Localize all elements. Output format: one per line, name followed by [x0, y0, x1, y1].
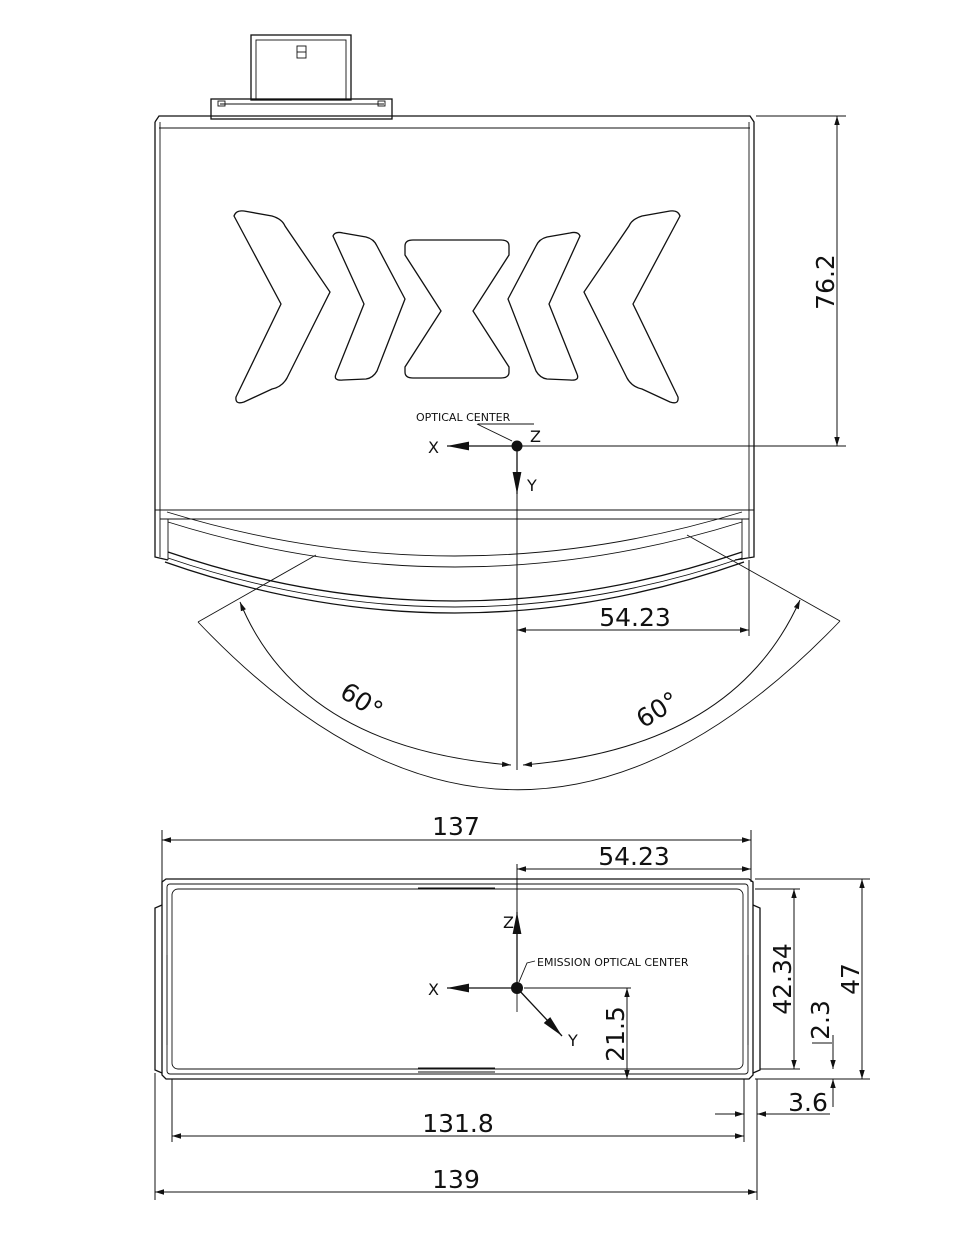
angle-left-label: 60° [335, 677, 388, 725]
axis-y-label: Y [526, 476, 537, 495]
optical-center-marker: OPTICAL CENTER X Y Z [416, 411, 541, 495]
front-view: 137 54.23 [154, 812, 870, 1200]
dimension-139: 139 [154, 1073, 757, 1200]
housing-body [154, 115, 755, 614]
dimension-76-2-label: 76.2 [811, 254, 840, 310]
axis-z-label: Z [530, 427, 541, 446]
field-of-view: 60° 60° [197, 534, 841, 791]
dimension-42-34: 42.34 [755, 888, 800, 1070]
dimension-137-label: 137 [432, 812, 480, 841]
front-axis-y-label: Y [567, 1031, 578, 1050]
dimension-54-23-top-label: 54.23 [599, 603, 671, 632]
dimension-76-2: 76.2 [522, 115, 846, 447]
dimension-21-5: 21.5 [601, 988, 630, 1079]
dimension-131-8-label: 131.8 [422, 1109, 494, 1138]
emission-center-label: EMISSION OPTICAL CENTER [537, 956, 689, 969]
front-axis-x-label: X [428, 980, 439, 999]
top-view: OPTICAL CENTER X Y Z 76.2 54.23 60° [154, 34, 846, 791]
dimension-2-3: 2.3 [806, 1000, 836, 1107]
optical-center-label: OPTICAL CENTER [416, 411, 511, 424]
dimension-131-8: 131.8 [171, 1079, 744, 1142]
dimension-3-6: 3.6 [715, 1079, 830, 1200]
dimension-21-5-label: 21.5 [601, 1006, 630, 1062]
dimension-42-34-label: 42.34 [768, 943, 797, 1015]
dimension-54-23-front: 54.23 [516, 842, 752, 978]
dimension-3-6-label: 3.6 [788, 1088, 828, 1117]
dimension-54-23-front-label: 54.23 [598, 842, 670, 871]
decorative-chevrons [233, 210, 681, 404]
dimension-47-label: 47 [836, 963, 865, 995]
front-housing [154, 878, 761, 1080]
connector-plug [210, 34, 393, 120]
dimension-47: 47 [755, 878, 870, 1080]
axis-x-label: X [428, 438, 439, 457]
emission-center-marker: EMISSION OPTICAL CENTER X Y Z [428, 912, 689, 1050]
dimension-54-23-top: 54.23 [516, 452, 750, 770]
front-axis-z-label: Z [503, 913, 514, 932]
dimension-137: 137 [161, 812, 752, 882]
dimension-139-label: 139 [432, 1165, 480, 1194]
dimension-2-3-label: 2.3 [806, 1000, 835, 1040]
